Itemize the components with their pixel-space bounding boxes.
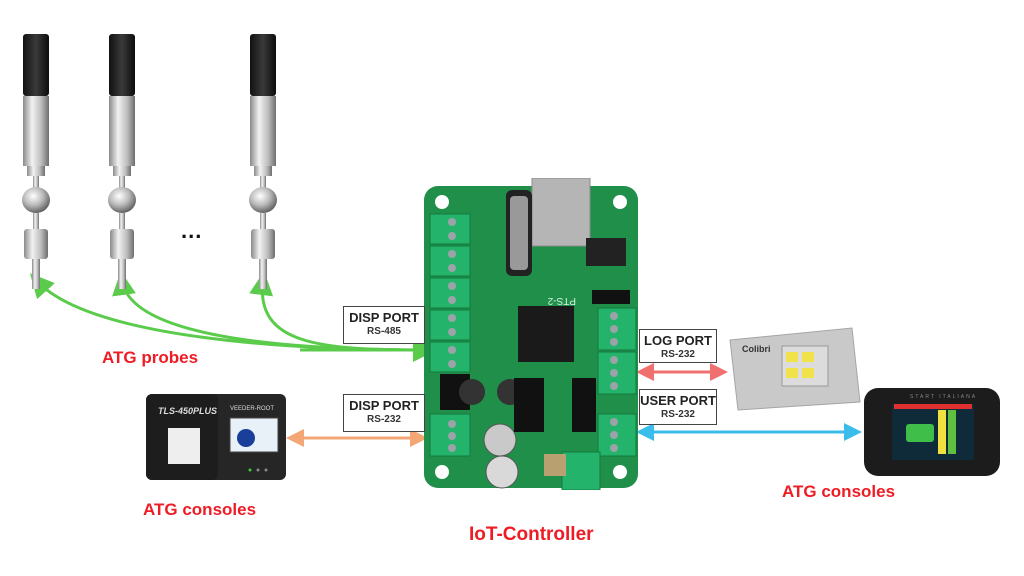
port-name: LOG PORT <box>644 333 712 348</box>
probe-3 <box>249 34 277 289</box>
veeder-root-tls450-console: TLS-450PLUS VEEDER-ROOT <box>146 394 286 480</box>
port-name: DISP PORT <box>349 398 419 413</box>
disp-port-rs232-label: DISP PORT RS-232 <box>343 394 425 432</box>
disp-port-rs485-label: DISP PORT RS-485 <box>343 306 425 344</box>
board-model-text: PTS-2 <box>547 295 576 306</box>
more-probes-ellipsis: ... <box>181 218 203 243</box>
log-port-label: LOG PORT RS-232 <box>639 329 717 363</box>
colibri-brand-text: Colibri <box>742 344 771 354</box>
port-protocol: RS-232 <box>661 349 695 360</box>
iot-controller-board: PTS-2 <box>424 178 638 490</box>
console-model-text: TLS-450PLUS <box>158 406 217 416</box>
port-protocol: RS-232 <box>367 414 401 425</box>
console-brand-text: VEEDER-ROOT <box>230 406 274 412</box>
port-protocol: RS-232 <box>661 409 695 420</box>
probe-2 <box>108 34 136 289</box>
atg-consoles-left-label: ATG consoles <box>143 500 257 519</box>
port-name: USER PORT <box>640 393 716 408</box>
atg-consoles-right-label: ATG consoles <box>782 482 896 501</box>
iot-controller-label: IoT-Controller <box>469 524 594 545</box>
start-italiana-console: START ITALIANA <box>864 388 1000 476</box>
port-name: DISP PORT <box>349 310 419 325</box>
start-italiana-brand-text: START ITALIANA <box>910 394 977 400</box>
probe-1 <box>22 34 50 289</box>
colibri-console: Colibri <box>729 327 861 411</box>
port-protocol: RS-485 <box>367 326 401 337</box>
atg-probes-label: ATG probes <box>102 348 199 367</box>
user-port-label: USER PORT RS-232 <box>639 389 717 425</box>
